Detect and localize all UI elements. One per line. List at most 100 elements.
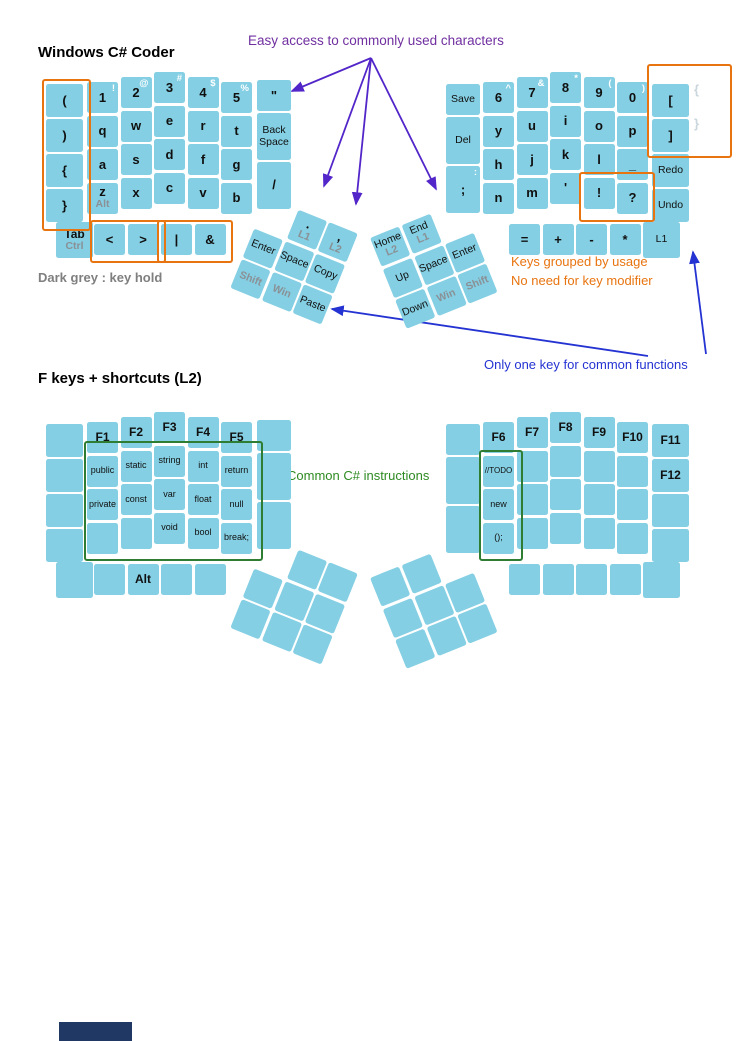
key-return: return [221, 455, 252, 487]
key-redo: Redo [652, 154, 689, 187]
key-label: Down [400, 297, 430, 319]
key-n: n [483, 182, 514, 214]
key-label: j [530, 151, 534, 167]
key-label: m [526, 185, 538, 201]
key-hold-label: L1 [415, 230, 431, 247]
key-blank [516, 450, 548, 482]
key-blank [46, 424, 83, 457]
key-f10: F10 [617, 422, 648, 453]
key-blank [87, 522, 118, 554]
key-label: [ [668, 92, 673, 108]
key-label: F10 [622, 430, 643, 445]
key-w: w [120, 110, 152, 142]
key-label: 8 [561, 79, 570, 95]
key-blank [617, 489, 648, 520]
key-label: 0 [628, 89, 637, 105]
key-break: break; [221, 522, 252, 554]
key-label: Enter [450, 241, 479, 263]
key-s: s [120, 144, 152, 175]
key-underscore: _ [617, 149, 648, 180]
key-label: private [88, 498, 116, 509]
key-d: d [154, 139, 185, 170]
key-label: return [224, 465, 249, 476]
key-blank [542, 564, 574, 595]
key-hold-label: Ctrl [65, 239, 84, 252]
key-question-mark: ? [617, 182, 648, 214]
key-label: Save [451, 92, 475, 105]
key-label: F4 [195, 425, 210, 440]
key-hold-label: L1 [296, 227, 313, 244]
key-r: r [187, 110, 219, 142]
annotation-arrow [351, 57, 372, 206]
key-hold-label: Win [434, 286, 458, 305]
key-shift-label: : [473, 167, 477, 178]
key-blank [643, 562, 680, 598]
key-c: c [154, 172, 185, 204]
key-h: h [483, 149, 514, 180]
key-4: 4$ [187, 77, 219, 108]
key-q: q [87, 115, 118, 147]
key-save: Save [446, 84, 480, 115]
key-a: a [87, 149, 118, 180]
key-blank [550, 512, 581, 544]
key-m: m [516, 177, 548, 209]
key-label: / [272, 177, 276, 193]
key-label: 5 [232, 89, 241, 105]
key-private: private [87, 489, 118, 520]
key-hold-label: Shift [237, 268, 264, 289]
key-public: public [87, 455, 118, 487]
key-3: 3# [154, 72, 185, 103]
key-label: ; [460, 181, 466, 197]
key-label: ? [628, 190, 637, 206]
key-l: l [583, 144, 615, 175]
key-ampersand: & [194, 224, 226, 255]
key-label: o [595, 118, 603, 134]
key-6: 6^ [483, 82, 514, 113]
key-blank [446, 506, 480, 553]
key-e: e [154, 105, 185, 137]
key-label: new [490, 498, 507, 509]
key-label: 7 [528, 84, 536, 100]
key-shift-label: ( [608, 78, 612, 89]
key-o: o [583, 110, 615, 142]
key-label: const [125, 493, 147, 504]
key-blank [617, 522, 648, 554]
key-blank [161, 564, 192, 595]
key-j: j [516, 144, 548, 175]
key-label: F1 [95, 430, 110, 445]
key-label: void [161, 522, 178, 533]
key-label: q [98, 123, 107, 139]
key-label: (); [494, 532, 503, 543]
key-blank [446, 457, 480, 504]
key-slash: / [257, 161, 291, 209]
key-shift-label: ! [111, 83, 115, 94]
key-blank [583, 450, 615, 482]
key-f3: F3 [154, 412, 185, 443]
key-label: F2 [128, 425, 143, 440]
key-blank [46, 529, 83, 562]
key-label: n [494, 190, 503, 206]
key-label: bool [194, 527, 212, 538]
key-blank [583, 484, 615, 515]
key-label: s [132, 151, 140, 167]
key-f: f [187, 144, 219, 175]
key-label: 9 [595, 84, 603, 100]
key-shift-label: & [537, 78, 545, 89]
key-g: g [221, 149, 252, 180]
key-blank [652, 494, 689, 527]
key-del: Del [446, 117, 480, 164]
key-label: ) [62, 127, 67, 143]
key-hold-label: L2 [327, 240, 344, 256]
page-title: Windows C# Coder [38, 44, 175, 61]
key-label: Undo [657, 198, 684, 211]
key-label: ! [596, 185, 602, 201]
key-label: 3 [165, 79, 174, 95]
key-label: v [199, 185, 207, 201]
key-f11: F11 [652, 424, 689, 457]
no-modifier-annotation: No need for key modifier [511, 273, 653, 288]
key-double-quote: " [257, 80, 291, 111]
key-label: * [622, 231, 628, 247]
key-close-bracket: ] [652, 119, 689, 152]
key-label: Enter [249, 237, 278, 259]
annotation-arrow [322, 57, 372, 188]
